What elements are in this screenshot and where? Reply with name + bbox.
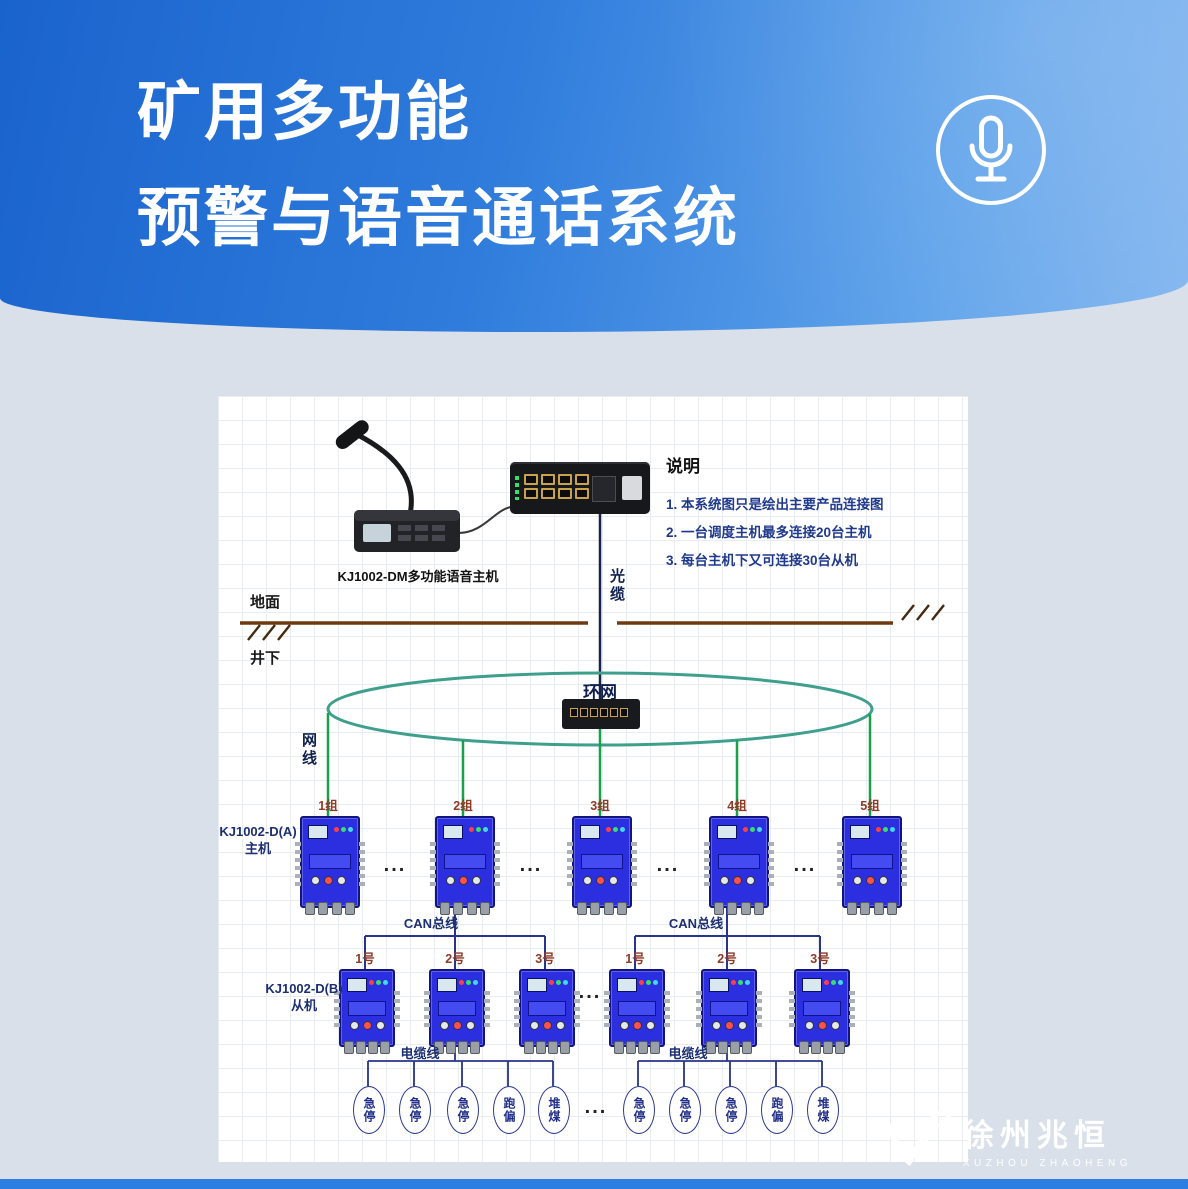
notes-heading: 说明 [666,457,700,476]
sensor-node: 堆煤 [538,1086,570,1134]
slave-cluster-label: KJ1002-D(B) 从机 [254,980,354,1014]
switch-ports [524,474,589,499]
slave-device [789,969,855,1054]
console-label: KJ1002-DM多功能语音主机 [337,569,499,584]
sensor-node: 急停 [353,1086,385,1134]
fiber-optic-label: 光缆 [608,568,625,604]
switch-label-plate [622,476,642,500]
group-label: 5组 [860,799,880,813]
slave-model: KJ1002-D(B) [265,981,343,996]
can-bus-label: CAN总线 [403,916,459,931]
brand-watermark: 徐州兆恒 XUZHOU ZHAOHENG [881,1107,1132,1169]
slave-role: 从机 [290,998,317,1013]
sensor-node: 急停 [623,1086,655,1134]
bottom-accent-bar [0,1179,1188,1189]
can-bus-lines [364,904,821,969]
notes-block: 说明 1. 本系统图只是绘出主要产品连接图 2. 一台调度主机最多连接20台主机… [666,452,966,575]
system-diagram-panel: KJ1002-DM多功能语音主机 说明 1. 本系统图只是绘出主要产品连接图 2… [218,396,968,1162]
ellipsis-dots: ... [578,981,602,1003]
can-bus-label: CAN总线 [668,916,724,931]
sensor-label: 跑偏 [770,1097,784,1123]
slave-number-label: 2号 [445,952,465,966]
ellipsis-dots: ... [584,1096,608,1118]
note-item: 2. 一台调度主机最多连接20台主机 [666,525,872,540]
group-label: 4组 [727,799,747,813]
host-role: 主机 [244,841,271,856]
dispatch-microphone-console [326,414,466,556]
ring-network-switch [562,699,640,729]
group-label: 2组 [453,799,473,813]
brand-name-latin: XUZHOU ZHAOHENG [962,1158,1132,1169]
ellipsis-dots: ... [383,854,407,876]
slave-number-label: 3号 [535,952,555,966]
sensor-node: 跑偏 [761,1086,793,1134]
sensor-label: 堆煤 [547,1097,561,1123]
brand-logo-icon [884,1110,953,1167]
sensor-node: 急停 [399,1086,431,1134]
host-model: KJ1002-D(A) [219,824,297,839]
note-item: 1. 本系统图只是绘出主要产品连接图 [666,497,884,512]
slave-number-label: 2号 [717,952,737,966]
hero-title-line1: 矿用多功能 [137,76,472,148]
underground-label: 井下 [250,650,281,667]
cable-label: 电缆线 [400,1046,440,1061]
sensor-label: 急停 [408,1097,422,1123]
ring-network-label: 环网 [583,683,617,702]
note-item: 3. 每台主机下又可连接30台从机 [666,553,859,568]
sensor-label: 急停 [724,1097,738,1123]
slave-device [424,969,490,1054]
slave-device [334,969,400,1054]
ellipsis-dots: ... [519,854,543,876]
console-to-switch-cable [457,506,512,534]
brand-text: 徐州兆恒 XUZHOU ZHAOHENG [963,1110,1132,1169]
sensor-label: 跑偏 [502,1097,516,1123]
sensor-node: 急停 [669,1086,701,1134]
sensor-node: 急停 [447,1086,479,1134]
host-device [430,816,500,915]
sensor-label: 堆煤 [816,1097,830,1123]
slave-number-label: 1号 [355,952,375,966]
host-device [295,816,365,915]
slave-number-label: 3号 [810,952,830,966]
microphone-badge-icon [933,92,1049,208]
host-device [704,816,774,915]
ellipsis-dots: ... [656,854,680,876]
core-network-switch [510,462,650,514]
sensor-node: 跑偏 [493,1086,525,1134]
switch-sfp-port [592,476,616,502]
sensor-label: 急停 [678,1097,692,1123]
cable-label: 电缆线 [668,1046,708,1061]
net-cable-label: 网线 [300,732,317,768]
group-label: 3组 [590,799,610,813]
switch-led-strip [515,476,519,500]
sensor-node: 堆煤 [807,1086,839,1134]
slave-device [514,969,580,1054]
network-drop-lines [326,713,872,816]
group-label: 1组 [318,799,338,813]
sensor-label: 急停 [456,1097,470,1123]
brand-name: 徐州兆恒 [962,1118,1111,1153]
ellipsis-dots: ... [793,854,817,876]
slave-device [696,969,762,1054]
ground-hatch-marks [247,604,945,641]
host-device [837,816,907,915]
slave-device [604,969,670,1054]
sensor-node: 急停 [715,1086,747,1134]
surface-label: 地面 [250,594,281,611]
host-cluster-label: KJ1002-D(A) 主机 [208,823,308,857]
sensor-label: 急停 [632,1097,646,1123]
hero-title-line2: 预警与语音通话系统 [137,182,740,254]
host-device [567,816,637,915]
hero-banner: 矿用多功能 预警与语音通话系统 [0,0,1188,332]
sensor-label: 急停 [362,1097,376,1123]
ring-switch-ports [570,708,628,717]
slave-number-label: 1号 [625,952,645,966]
